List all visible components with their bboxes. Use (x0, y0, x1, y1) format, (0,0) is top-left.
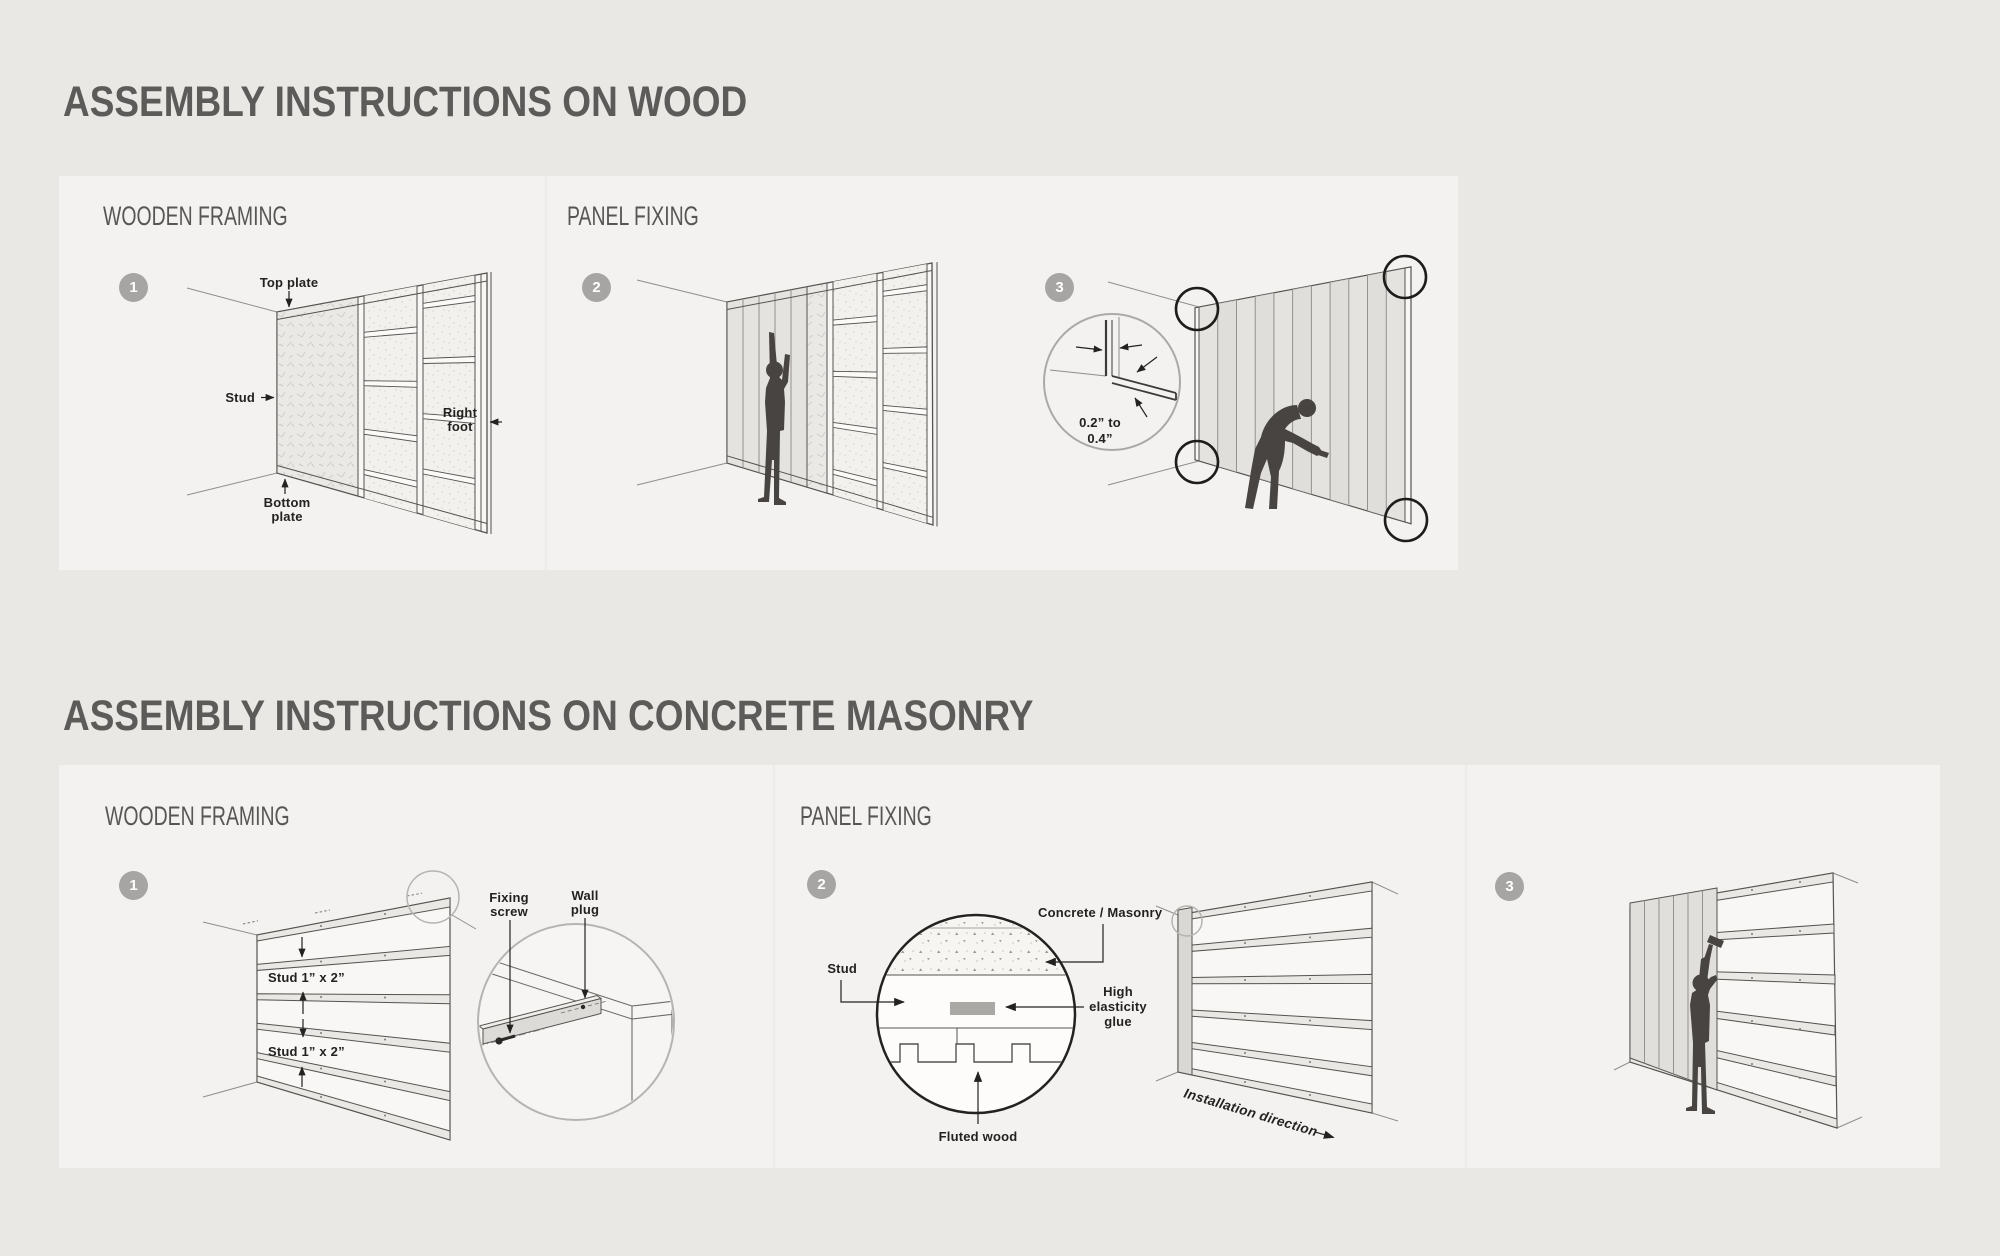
step-number-badge: 1 (119, 273, 148, 302)
detail-magnifier-circle (477, 923, 675, 1121)
label-arrows (840, 924, 1104, 1124)
wood-framing-header: WOODEN FRAMING (103, 201, 288, 231)
corner-highlight-circle (406, 870, 460, 924)
first-vertical-panel (1177, 906, 1193, 1076)
step-number-badge: 1 (119, 871, 148, 900)
bottom-plate-label: Bottom (264, 495, 311, 510)
installer-silhouette (1245, 399, 1329, 509)
corner-marker-circles (1174, 254, 1429, 543)
concrete-framing-header: WOODEN FRAMING (105, 801, 290, 831)
concrete-step1-illustration: Stud 1” x 2” Stud 1” x 2” Fixing screw (202, 870, 675, 1141)
wall-plug-label: Wall (571, 888, 598, 903)
stud-label: Stud (827, 961, 857, 976)
wood-step3-illustration: 0.2” to 0.4” (1043, 254, 1429, 543)
glue-label: High (1103, 984, 1133, 999)
step-number-badge: 3 (1495, 872, 1524, 901)
label-arrows (261, 291, 502, 494)
room-corner-lines (202, 921, 258, 1098)
stud-size-label: Stud 1” x 2” (268, 970, 345, 985)
wall-plug-label: plug (571, 902, 599, 917)
spacing-arrows (298, 937, 307, 1087)
blocking-pieces (363, 294, 476, 488)
panel-seam (773, 765, 775, 1168)
label-arrows (506, 918, 589, 1034)
glue-bead (950, 1002, 995, 1015)
room-corner-lines (186, 287, 278, 496)
concrete-panel: WOODEN FRAMING PANEL FIXING 1 2 3 (59, 765, 1940, 1168)
wood-step2-illustration (636, 262, 938, 527)
fixing-screw-label: screw (490, 904, 529, 919)
concrete-step3-illustration (1613, 872, 1863, 1129)
wall-with-panels (726, 262, 938, 527)
glue-label: glue (1104, 1014, 1132, 1029)
step-number-badge: 2 (582, 273, 611, 302)
bottom-plate-label: plate (271, 509, 302, 524)
concrete-fixing-header: PANEL FIXING (800, 801, 932, 831)
blocking-pieces (832, 284, 928, 487)
room-corner-lines (1107, 281, 1200, 486)
fixing-screw-label: Fixing (489, 890, 528, 905)
room-corner-lines (636, 279, 728, 486)
gap-dimension-label: 0.2” to (1079, 415, 1121, 430)
stud-size-label: Stud 1” x 2” (268, 1044, 345, 1059)
wood-fixing-header: PANEL FIXING (567, 201, 699, 231)
screw-dots (320, 913, 386, 1117)
cross-section-circle (875, 913, 1077, 1115)
stud-label: Stud (225, 390, 255, 405)
stud-wall-frame (276, 272, 492, 534)
wood-step1-illustration: Top plate Stud Right foot Bottom plate (186, 272, 502, 534)
gap-dimension-label: 0.4” (1087, 431, 1112, 446)
installer-silhouette (758, 332, 790, 505)
right-foot-label: foot (447, 419, 473, 434)
step-number-badge: 3 (1045, 273, 1074, 302)
detail-leader-line (451, 914, 477, 930)
detail-magnifier-circle: 0.2” to 0.4” (1043, 313, 1181, 451)
concrete-section-title: ASSEMBLY INSTRUCTIONS ON CONCRETE MASONR… (63, 692, 1034, 740)
stud-wall (242, 892, 451, 1141)
concrete-masonry-label: Concrete / Masonry (1038, 905, 1163, 920)
panelled-wall (1194, 266, 1412, 525)
wood-section-title: ASSEMBLY INSTRUCTIONS ON WOOD (63, 78, 748, 126)
step-number-badge: 2 (807, 870, 836, 899)
glue-label: elasticity (1089, 999, 1147, 1014)
stud-wall-first-panel (1155, 881, 1399, 1122)
concrete-step2-illustration: Concrete / Masonry Stud High elasticity … (827, 881, 1399, 1144)
right-foot-label: Right (443, 405, 478, 420)
panel-seam (1465, 765, 1467, 1168)
top-plate-label: Top plate (260, 275, 319, 290)
fluted-wood-label: Fluted wood (939, 1129, 1018, 1144)
corner-highlight-circle (1171, 905, 1203, 937)
installer-silhouette (1686, 935, 1724, 1114)
panel-seam (545, 176, 547, 570)
wood-panel: WOODEN FRAMING PANEL FIXING 1 2 3 (59, 176, 1458, 570)
